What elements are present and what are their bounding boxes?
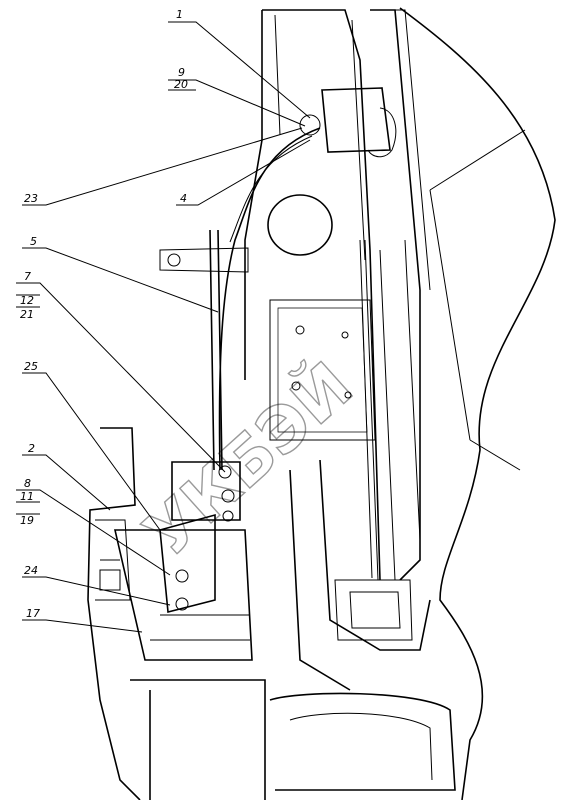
callout-8: 8 xyxy=(24,477,31,490)
callout-2: 2 xyxy=(28,442,35,455)
bolt-mid xyxy=(221,489,235,503)
main-post-left xyxy=(244,10,263,380)
cab-panel-edge xyxy=(429,129,526,471)
bottom-rounded-part xyxy=(269,692,456,791)
bolt-top xyxy=(218,465,232,479)
valve-bracket xyxy=(171,461,241,521)
callout-17: 17 xyxy=(26,607,40,620)
pipe-vertical xyxy=(209,229,223,471)
tank-bracket xyxy=(367,107,397,158)
main-post-right xyxy=(262,9,381,581)
panel-hole-4 xyxy=(344,391,352,399)
bolt-low xyxy=(222,510,234,522)
lower-cutout xyxy=(334,579,413,641)
base-block-inner xyxy=(150,614,250,641)
base-block xyxy=(113,529,253,661)
callout-leaders xyxy=(16,21,311,633)
lower-cutout-inner xyxy=(349,591,401,629)
tank-cap xyxy=(299,114,321,136)
mounting-panel xyxy=(269,299,376,441)
bracket-hole xyxy=(167,253,181,267)
hose-line-2 xyxy=(229,135,313,243)
callout-24: 24 xyxy=(24,564,38,577)
watermark: УКБЭЙ xyxy=(130,347,367,571)
side-bracket xyxy=(159,247,249,273)
callout-20: 20 xyxy=(174,78,188,91)
callout-21: 21 xyxy=(20,308,34,321)
valve-bolt-2 xyxy=(175,597,189,611)
panel-hole-3 xyxy=(341,331,349,339)
callout-4: 4 xyxy=(180,192,187,205)
panel-hole-2 xyxy=(291,381,301,391)
callout-23: 23 xyxy=(24,192,38,205)
frame-rail-2 xyxy=(379,9,431,581)
mounting-panel-inner xyxy=(277,307,368,433)
bottom-housing xyxy=(130,679,266,800)
frame-rail-1 xyxy=(370,9,421,581)
callout-9: 9 xyxy=(178,66,185,79)
lower-frame xyxy=(289,459,431,691)
valve-body xyxy=(159,513,216,614)
valve-bolt-1 xyxy=(175,569,189,583)
left-connector xyxy=(99,569,121,591)
callout-19: 19 xyxy=(20,514,34,527)
tank-body xyxy=(321,87,391,153)
callout-1: 1 xyxy=(176,8,183,21)
callout-11: 11 xyxy=(20,490,34,503)
left-housing xyxy=(87,427,141,800)
round-reservoir xyxy=(267,194,333,256)
bottom-rounded-part-2 xyxy=(289,712,433,781)
panel-hole-1 xyxy=(295,325,305,335)
fender-contour xyxy=(399,7,556,800)
left-housing-detail xyxy=(95,519,131,601)
callout-5: 5 xyxy=(30,235,37,248)
callout-25: 25 xyxy=(24,360,38,373)
callout-7: 7 xyxy=(24,270,31,283)
callout-12: 12 xyxy=(20,294,34,307)
post-inner-line xyxy=(274,14,366,261)
